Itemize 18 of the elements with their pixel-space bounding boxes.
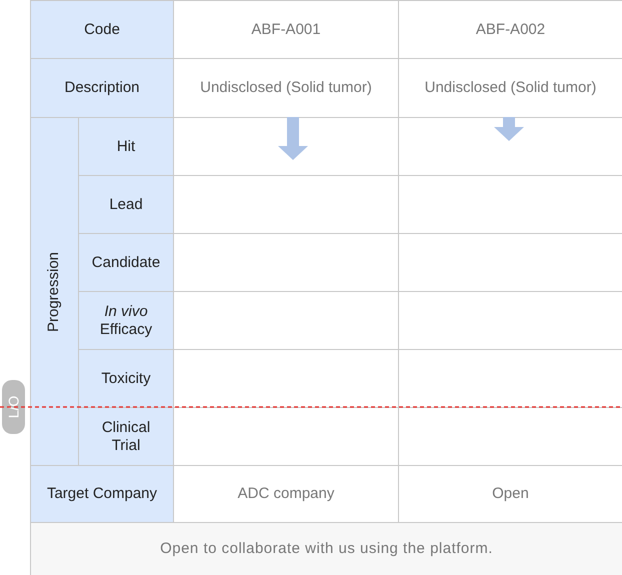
table-cell-text: ABF-A001 bbox=[251, 20, 321, 38]
stage-label: Toxicity bbox=[100, 370, 152, 388]
table-cell-text: ABF-A002 bbox=[476, 20, 546, 38]
stage-label: Lead bbox=[108, 196, 144, 214]
stage-label: Candidate bbox=[91, 254, 161, 272]
table-cell-text: Undisclosed (Solid tumor) bbox=[200, 79, 372, 97]
group-header: Progression bbox=[46, 251, 64, 332]
table-cell-text: Open bbox=[492, 485, 529, 503]
stage-label: In vivo Efficacy bbox=[98, 302, 154, 338]
table-cell-text: ADC company bbox=[238, 485, 334, 503]
footer-note: Open to collaborate with us using the platform. bbox=[160, 540, 493, 558]
stage-label: Clinical Trial bbox=[100, 418, 152, 454]
row-header: Code bbox=[84, 20, 120, 38]
lo-tag: L/O bbox=[2, 380, 25, 434]
table-cell-text: Undisclosed (Solid tumor) bbox=[424, 79, 596, 97]
row-header: Target Company bbox=[46, 485, 158, 503]
stage-label: Hit bbox=[116, 138, 136, 156]
row-header: Description bbox=[64, 79, 140, 97]
